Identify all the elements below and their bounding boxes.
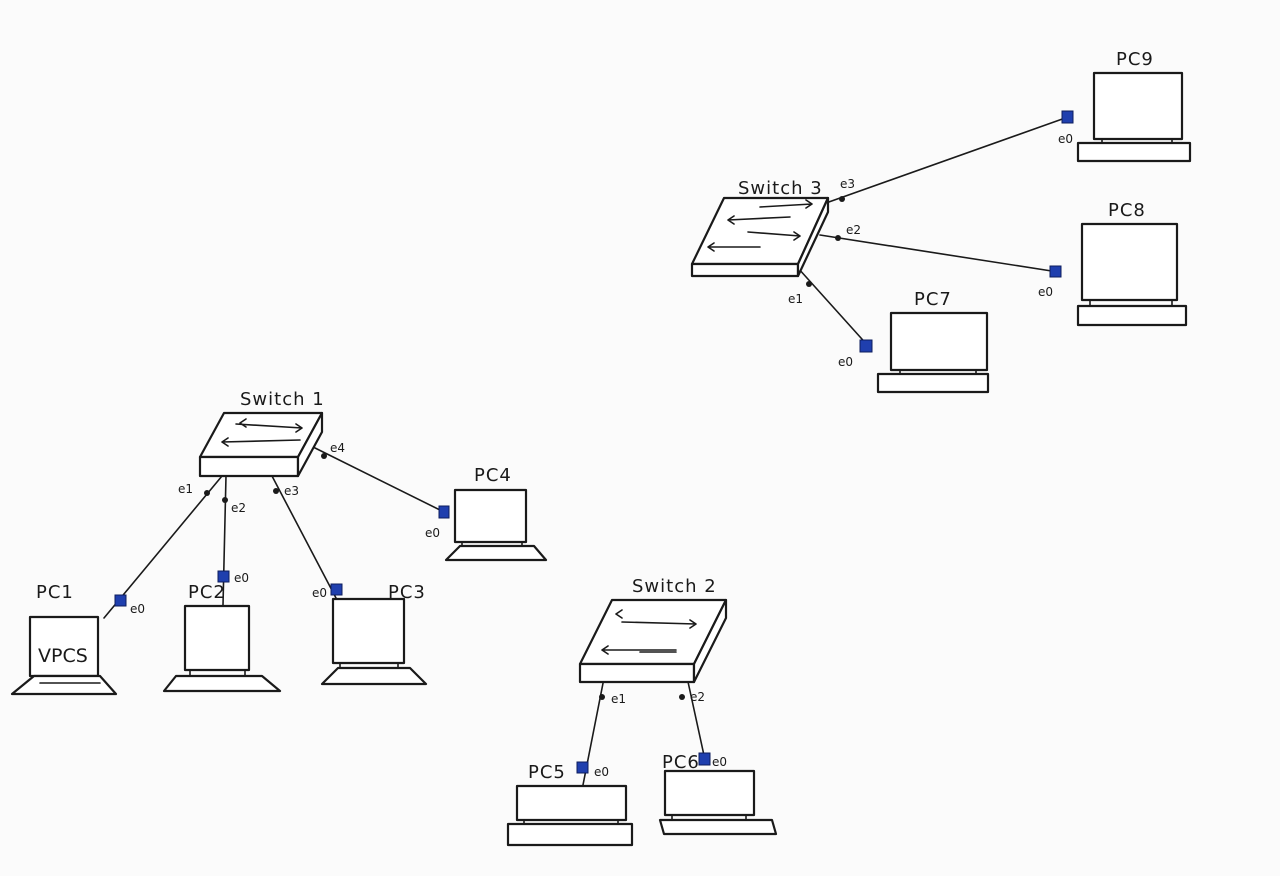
pc1: VPCS PC1 e0 — [10, 582, 145, 696]
pc3-base — [320, 666, 428, 686]
pc4-port-e0 — [438, 505, 450, 519]
pc8-port-e0-label: e0 — [1038, 285, 1053, 299]
switch1-port-e2-label: e2 — [231, 501, 246, 515]
switch3-port-e1-label: e1 — [788, 292, 803, 306]
pc6: PC6 e0 — [658, 752, 778, 836]
pc2-port-e0 — [217, 570, 230, 583]
pc1-port-e0 — [114, 594, 127, 607]
switch1-port-e3-label: e3 — [284, 484, 299, 498]
pc7-label: PC7 — [914, 289, 952, 310]
pc9-base — [1076, 141, 1192, 163]
pc1-base — [10, 674, 118, 696]
switch1-label: Switch 1 — [240, 389, 325, 410]
switch2-port-e1 — [599, 694, 605, 700]
pc2-base — [162, 674, 282, 693]
pc7-monitor — [889, 311, 989, 372]
switch1: Switch 1 e1 e2 e3 e4 — [178, 389, 345, 515]
link-switch2-pc6 — [684, 667, 706, 761]
switch3-arrows-icon — [707, 199, 813, 252]
pc9-monitor — [1092, 71, 1184, 141]
pc5: PC5 e0 — [506, 761, 634, 847]
pc9-label: PC9 — [1116, 49, 1154, 70]
switch3-port-e1 — [806, 281, 812, 287]
pc4-base — [444, 544, 548, 562]
pc7-port-e0 — [859, 339, 873, 353]
pc2-port-e0-label: e0 — [234, 571, 249, 585]
pc3-label: PC3 — [388, 582, 426, 603]
switch1-port-e4-label: e4 — [330, 441, 345, 455]
link-switch1-pc3 — [271, 475, 337, 599]
pc7-base — [876, 372, 990, 394]
pc5-port-e0 — [576, 761, 589, 774]
pc6-base — [658, 818, 778, 836]
pc2-monitor — [183, 604, 251, 672]
link-switch1-pc1 — [103, 475, 223, 619]
pc5-label: PC5 — [528, 762, 566, 783]
switch3-port-e2-label: e2 — [846, 223, 861, 237]
switch1-port-e2 — [222, 497, 228, 503]
link-switch1-pc4 — [304, 442, 447, 514]
pc8-base — [1076, 304, 1188, 327]
pc5-port-e0-label: e0 — [594, 765, 609, 779]
pc4-label: PC4 — [474, 465, 512, 486]
switch2-port-e1-label: e1 — [611, 692, 626, 706]
pc3-port-e0 — [330, 583, 343, 596]
link-switch3-pc9 — [825, 116, 1069, 204]
pc1-label: PC1 — [36, 582, 74, 603]
pc2-label: PC2 — [188, 582, 226, 603]
pc6-port-e0-label: e0 — [712, 755, 727, 769]
switch3-port-e3-label: e3 — [840, 177, 855, 191]
switch3-label: Switch 3 — [738, 178, 823, 199]
pc7: PC7 e0 — [838, 289, 990, 394]
pc4-port-e0-label: e0 — [425, 526, 440, 540]
pc8-port-e0 — [1049, 265, 1062, 278]
link-switch3-pc7 — [797, 267, 871, 349]
pc7-port-e0-label: e0 — [838, 355, 853, 369]
pc6-monitor — [663, 769, 756, 817]
switch3-port-e2 — [835, 235, 841, 241]
switch1-port-e1-label: e1 — [178, 482, 193, 496]
pc6-port-e0 — [698, 752, 711, 766]
switch3-port-e3 — [839, 196, 845, 202]
pc2: PC2 e0 — [162, 570, 282, 693]
pc3: PC3 e0 — [312, 582, 428, 686]
switch1-port-e1 — [204, 490, 210, 496]
switch2: Switch 2 e1 e2 — [578, 576, 728, 706]
pc1-screen-text: VPCS — [38, 645, 88, 667]
pc4: PC4 e0 — [425, 465, 548, 562]
switch2-label: Switch 2 — [632, 576, 717, 597]
switch1-arrows-icon — [221, 418, 303, 447]
pc8-monitor — [1080, 222, 1179, 302]
switch1-port-e3 — [273, 488, 279, 494]
switch2-port-e2-label: e2 — [690, 690, 705, 704]
switch2-port-e2 — [679, 694, 685, 700]
pc1-monitor — [28, 615, 100, 678]
pc6-label: PC6 — [662, 752, 700, 773]
pc1-port-e0-label: e0 — [130, 602, 145, 616]
pc4-monitor — [453, 488, 528, 544]
pc9-port-e0 — [1061, 110, 1074, 124]
switch2-arrows-icon — [601, 609, 697, 655]
pc9: PC9 e0 — [1058, 49, 1192, 163]
pc5-monitor — [515, 784, 628, 822]
pc8: PC8 e0 — [1038, 200, 1188, 327]
switch1-port-e4 — [321, 453, 327, 459]
pc3-port-e0-label: e0 — [312, 586, 327, 600]
link-switch3-pc8 — [819, 234, 1059, 273]
switch3: Switch 3 e3 e2 e1 — [690, 177, 861, 306]
pc3-monitor — [331, 597, 406, 665]
pc8-label: PC8 — [1108, 200, 1146, 221]
pc5-base — [506, 822, 634, 847]
pc9-port-e0-label: e0 — [1058, 132, 1073, 146]
